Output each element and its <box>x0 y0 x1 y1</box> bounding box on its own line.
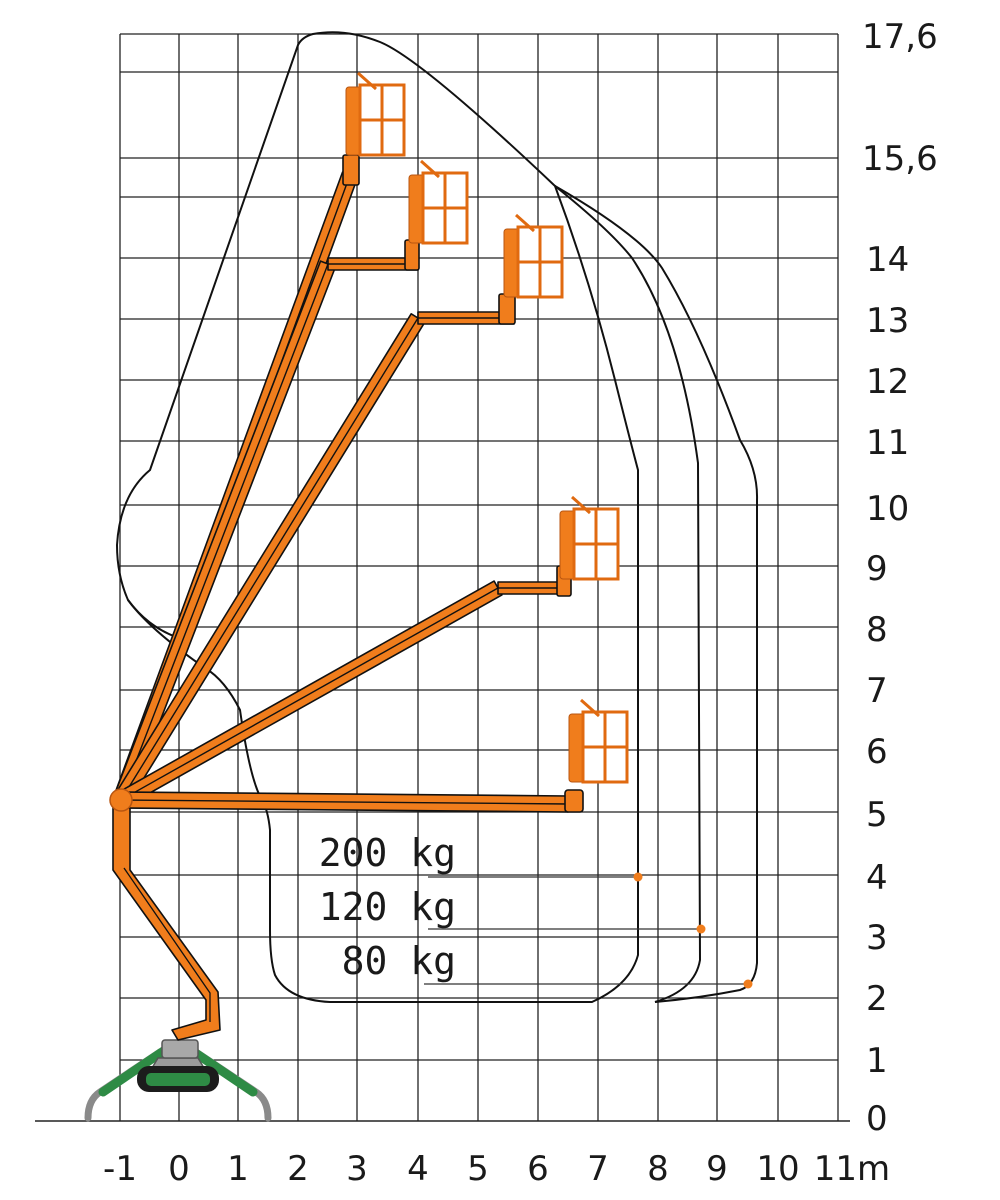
grid <box>119 33 839 1121</box>
load-marker-120kg <box>696 924 706 934</box>
height-axis: 17,6 15,6 14 13 12 11 10 9 8 7 6 5 4 3 2… <box>862 17 938 1139</box>
x-tick-label: 10 <box>756 1149 799 1189</box>
envelope-80kg <box>554 185 759 1003</box>
x-tick-label: 2 <box>287 1149 309 1189</box>
y-tick-label: 2 <box>866 979 888 1019</box>
y-tick-label: 8 <box>866 610 888 650</box>
boom-head <box>498 293 516 325</box>
x-tick-label: 5 <box>467 1149 489 1189</box>
basket-control-arm <box>420 159 440 179</box>
x-tick-label: 0 <box>168 1149 190 1189</box>
x-tick-label: 9 <box>706 1149 728 1189</box>
boom-arm-centerline <box>120 263 329 801</box>
y-tick-label: 9 <box>866 549 888 589</box>
envelope-200kg <box>115 31 639 1003</box>
x-tick-label: 6 <box>527 1149 549 1189</box>
y-tick-label: 10 <box>866 489 909 529</box>
load-label-80kg: 80 kg <box>342 939 456 983</box>
y-tick-label: 5 <box>866 795 888 835</box>
x-tick-label: 4 <box>407 1149 429 1189</box>
basket-control-arm <box>580 698 600 718</box>
x-tick-label: 11m <box>814 1149 890 1189</box>
y-tick-label: 6 <box>866 732 888 772</box>
y-tick-label: 0 <box>866 1099 888 1139</box>
boom-head <box>564 789 584 813</box>
y-tick-label: 17,6 <box>862 17 938 57</box>
y-tick-label: 12 <box>866 362 909 402</box>
work-basket <box>559 495 620 581</box>
boom-position-high <box>112 159 469 804</box>
x-tick-label: -1 <box>103 1149 137 1189</box>
work-basket <box>568 698 629 784</box>
boom-pivot <box>109 788 133 812</box>
load-label-120kg: 120 kg <box>319 885 456 929</box>
x-tick-label: 8 <box>647 1149 669 1189</box>
boom-position-max-reach <box>120 698 629 813</box>
load-capacities: 200 kg 120 kg 80 kg <box>319 831 753 989</box>
load-marker-80kg <box>743 979 753 989</box>
outrigger-frame-right <box>186 1045 258 1097</box>
x-tick-label: 7 <box>587 1149 609 1189</box>
turret-top <box>161 1039 199 1059</box>
y-tick-label: 4 <box>866 858 888 898</box>
lower-arm-line <box>123 867 211 1022</box>
track-frame <box>146 1073 210 1086</box>
boom-position-mid-reach <box>116 495 620 808</box>
boom-arm-centerline <box>120 799 569 805</box>
boom-arm-centerline <box>120 317 419 801</box>
lower-arm <box>112 805 221 1041</box>
y-tick-label: 7 <box>866 671 888 711</box>
y-tick-label: 14 <box>866 240 909 280</box>
boom-arm-centerline <box>120 587 499 801</box>
boom-positions <box>112 71 629 813</box>
envelope-120kg <box>554 185 702 1003</box>
working-envelopes <box>115 31 759 1003</box>
x-tick-label: 1 <box>227 1149 249 1189</box>
boom-head <box>404 239 420 271</box>
basket-control-arm <box>357 71 377 91</box>
x-tick-label: 3 <box>346 1149 368 1189</box>
y-tick-label: 15,6 <box>862 139 938 179</box>
outrigger-frame-left <box>98 1045 170 1097</box>
basket-control-arm <box>571 495 591 515</box>
y-tick-label: 11 <box>866 423 909 463</box>
lift-base <box>84 805 272 1122</box>
load-marker-200kg <box>633 872 643 882</box>
y-tick-label: 3 <box>866 918 888 958</box>
work-basket <box>345 71 406 157</box>
reach-axis: -1 0 1 2 3 4 5 6 7 8 9 10 11m <box>103 1149 890 1189</box>
y-tick-label: 1 <box>866 1041 888 1081</box>
work-basket <box>408 159 469 245</box>
boom-head <box>342 154 360 186</box>
boom-position-mid-high <box>113 213 564 805</box>
work-basket <box>503 213 564 299</box>
load-label-200kg: 200 kg <box>319 831 456 875</box>
y-tick-label: 13 <box>866 301 909 341</box>
basket-control-arm <box>515 213 535 233</box>
